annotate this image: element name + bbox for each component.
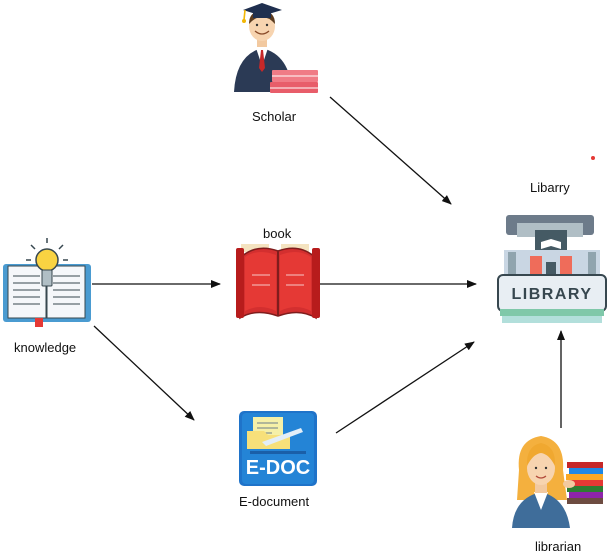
librarian-label: librarian (535, 539, 582, 554)
edocument-label: E-document (239, 494, 310, 509)
library-building-icon (497, 215, 607, 323)
scholar-icon (234, 3, 318, 93)
book-label: book (263, 226, 292, 241)
edoc-icon (239, 411, 317, 486)
edoc-badge-text: E-DOC (246, 457, 310, 479)
edge-edocument-library (335, 341, 475, 434)
open-book-icon (236, 244, 320, 320)
knowledge-label: knowledge (14, 340, 77, 355)
scholar-label: Scholar (252, 109, 297, 124)
library-label: Libarry (530, 180, 570, 195)
edges (92, 96, 565, 434)
librarian-icon (512, 436, 603, 528)
accent-dot (591, 156, 595, 160)
book-lightbulb-icon (3, 238, 91, 327)
library-sign-text: LIBRARY (511, 286, 592, 303)
edge-knowledge-edocument (93, 325, 195, 421)
edge-scholar-library (329, 96, 452, 205)
